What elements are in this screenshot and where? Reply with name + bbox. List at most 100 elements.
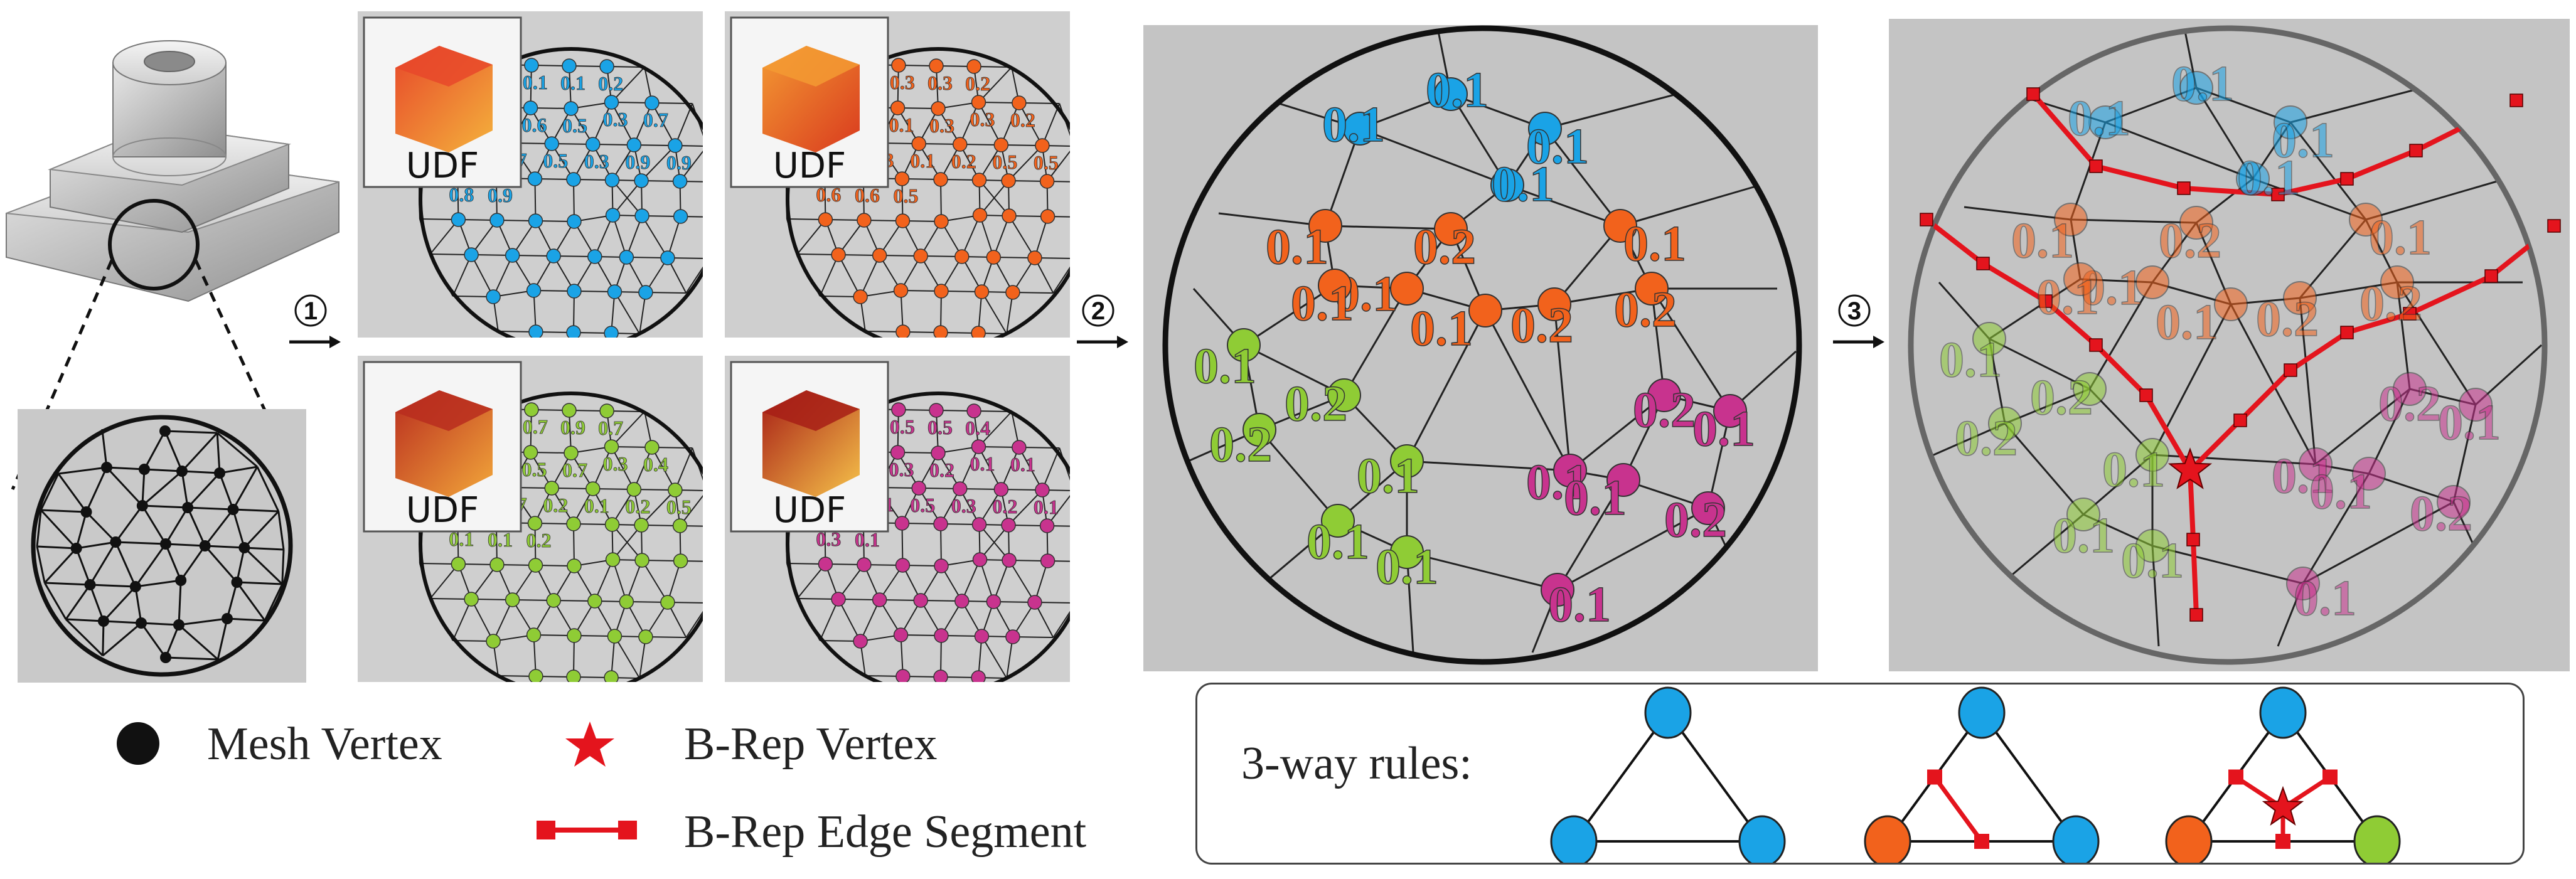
udf-label: UDF bbox=[773, 146, 846, 186]
colored-vertex bbox=[971, 517, 987, 532]
mesh-vertex bbox=[160, 538, 171, 550]
colored-vertex bbox=[523, 100, 538, 115]
colored-vertex bbox=[544, 481, 559, 496]
vertex-value-label: 0.1 bbox=[1564, 471, 1627, 526]
colored-vertex bbox=[1005, 285, 1020, 300]
legend-mesh-vertex: Mesh Vertex bbox=[207, 718, 442, 770]
vertex-value-label: 0.1 bbox=[2156, 295, 2218, 350]
colored-vertex bbox=[972, 552, 988, 567]
udf-value-label: 0.2 bbox=[543, 494, 568, 516]
colored-vertex bbox=[451, 212, 466, 227]
step-3-arrow: 3 bbox=[1833, 294, 1884, 348]
blue-vertex bbox=[1434, 77, 1468, 111]
colored-vertex bbox=[619, 594, 634, 609]
orange-vertex bbox=[1434, 212, 1468, 246]
vertex-value-label: 0.1 bbox=[1692, 402, 1755, 457]
colored-vertex bbox=[931, 445, 946, 461]
vertex-value-label: 0.2 bbox=[2159, 213, 2221, 269]
colored-vertex bbox=[872, 248, 887, 263]
colored-vertex bbox=[933, 516, 948, 531]
colored-vertex bbox=[895, 213, 911, 228]
colored-vertex bbox=[566, 172, 581, 187]
colored-vertex bbox=[566, 669, 581, 682]
mesh-vertex bbox=[182, 502, 194, 513]
colored-vertex bbox=[1001, 518, 1016, 533]
step-1-arrow: 1 bbox=[289, 294, 341, 348]
green-vertex bbox=[1390, 535, 1424, 569]
brep-edge-point bbox=[2233, 413, 2247, 427]
vertex-value-label: 0.1 bbox=[1426, 63, 1488, 118]
udf-value-label: 0.3 bbox=[602, 108, 628, 131]
mesh-vertex bbox=[173, 619, 184, 631]
udf-value-label: 0.7 bbox=[523, 415, 548, 438]
udf-value-label: 0.6 bbox=[522, 114, 547, 136]
vertex-value-label: 0.1 bbox=[2121, 533, 2184, 589]
vertex-value-label: 0.1 bbox=[1376, 540, 1438, 595]
vertex-value-label: 0.1 bbox=[1548, 577, 1611, 632]
colored-vertex bbox=[564, 445, 579, 461]
rule-vertex bbox=[2259, 686, 2307, 739]
mesh-vertex bbox=[199, 540, 211, 551]
colored-vertex bbox=[857, 557, 872, 572]
colored-vertex bbox=[966, 403, 981, 418]
colored-vertex bbox=[505, 248, 520, 263]
rule-vertex bbox=[2052, 815, 2100, 863]
colored-vertex bbox=[1005, 629, 1020, 644]
colored-vertex bbox=[872, 592, 887, 607]
mesh-vertex bbox=[238, 542, 250, 553]
brep-edge-legend-icon bbox=[537, 821, 555, 839]
colored-vertex bbox=[954, 594, 970, 609]
udf-value-label: 0.1 bbox=[910, 149, 935, 172]
brep-edge-point bbox=[2547, 219, 2561, 233]
mesh-vertex bbox=[98, 615, 109, 627]
orange-vertex bbox=[2063, 262, 2097, 296]
colored-vertex bbox=[526, 283, 542, 298]
step-2-arrow: 2 bbox=[1077, 294, 1128, 348]
orange-vertex bbox=[2054, 203, 2088, 237]
colored-vertex bbox=[489, 213, 505, 228]
colored-vertex bbox=[986, 594, 1002, 609]
colored-vertex bbox=[673, 553, 688, 568]
mesh-vertex bbox=[176, 466, 188, 477]
colored-vertex bbox=[604, 95, 619, 110]
orange-vertex bbox=[1537, 287, 1571, 321]
colored-vertex bbox=[526, 627, 542, 642]
udf-label: UDF bbox=[773, 490, 846, 531]
orange-vertex bbox=[1308, 209, 1342, 243]
vertex-value-label: 0.1 bbox=[2011, 213, 2074, 269]
colored-vertex bbox=[464, 592, 479, 607]
udf-value-label: 0.5 bbox=[893, 184, 918, 207]
colored-vertex bbox=[818, 212, 833, 227]
colored-vertex bbox=[567, 214, 582, 229]
vertex-value-label: 0.2 bbox=[2360, 276, 2422, 331]
colored-vertex bbox=[605, 552, 621, 567]
udf-panel-green: 0.70.90.70.90.50.70.30.40.60.70.20.10.20… bbox=[358, 356, 703, 682]
colored-vertex bbox=[638, 285, 653, 300]
colored-vertex bbox=[972, 208, 988, 223]
colored-vertex bbox=[966, 59, 981, 74]
colored-vertex bbox=[567, 284, 582, 299]
udf-value-label: 0.3 bbox=[970, 108, 995, 131]
brep-edge-point bbox=[2409, 144, 2423, 157]
colored-vertex bbox=[451, 557, 466, 572]
magenta-vertex bbox=[1713, 394, 1747, 428]
brep-edge-point bbox=[1920, 213, 1933, 226]
mesh-detail-panel bbox=[18, 409, 306, 683]
brep-edge-point bbox=[2509, 93, 2523, 107]
magenta-vertex bbox=[1691, 491, 1725, 525]
blue-vertex bbox=[2236, 162, 2270, 196]
udf-value-label: 0.2 bbox=[951, 150, 976, 173]
colored-vertex bbox=[1012, 440, 1027, 455]
colored-vertex bbox=[567, 628, 582, 643]
blue-vertex bbox=[1343, 112, 1377, 146]
vertex-value-label: 0.1 bbox=[2102, 442, 2165, 498]
brep-edge-point bbox=[1976, 257, 1990, 270]
colored-vertex bbox=[668, 138, 683, 153]
colored-vertex bbox=[971, 326, 986, 338]
green-vertex bbox=[1227, 328, 1261, 362]
vertex-value-label: 0.1 bbox=[1266, 220, 1328, 275]
udf-value-label: 0.5 bbox=[992, 151, 1017, 173]
colored-vertex bbox=[853, 289, 868, 304]
svg-text:3: 3 bbox=[1847, 297, 1861, 325]
colored-vertex bbox=[626, 137, 642, 152]
